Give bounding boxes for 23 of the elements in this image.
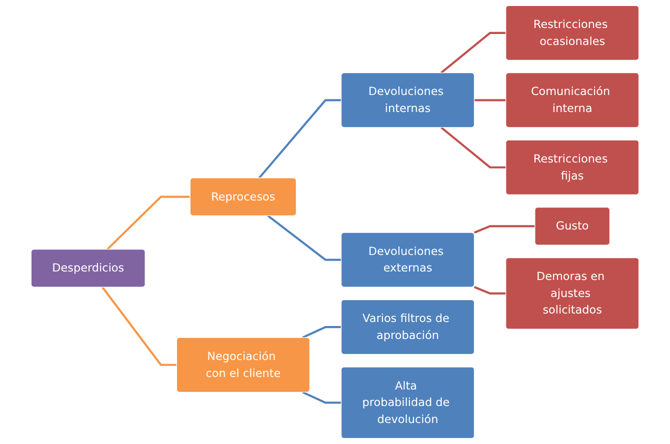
node-box: Comunicación interna (505, 72, 640, 128)
node-box: Restricciones ocasionales (505, 5, 640, 61)
connector (474, 99, 506, 102)
connector (302, 326, 342, 338)
node-box: Gusto (534, 206, 610, 246)
connector (474, 286, 506, 294)
connector (267, 214, 342, 261)
connector (440, 126, 506, 168)
connector (102, 286, 177, 366)
connector (440, 32, 506, 74)
connector (474, 225, 535, 234)
node-box: Negociación con el cliente (176, 337, 310, 393)
node-box: Devoluciones internas (340, 72, 475, 128)
node-box: Restricciones fijas (505, 140, 640, 196)
connector (258, 99, 342, 179)
node-box: Reprocesos (190, 178, 297, 216)
node-box: Demoras en ajustes solicitados (505, 257, 640, 330)
node-box: Devoluciones externas (340, 232, 475, 288)
node-box: Desperdicios (30, 248, 146, 288)
node-box: Alta probabilidad de devolución (340, 366, 475, 439)
connector (302, 391, 342, 404)
node-box: Varios filtros de aprobación (340, 299, 475, 355)
connector (106, 196, 190, 250)
